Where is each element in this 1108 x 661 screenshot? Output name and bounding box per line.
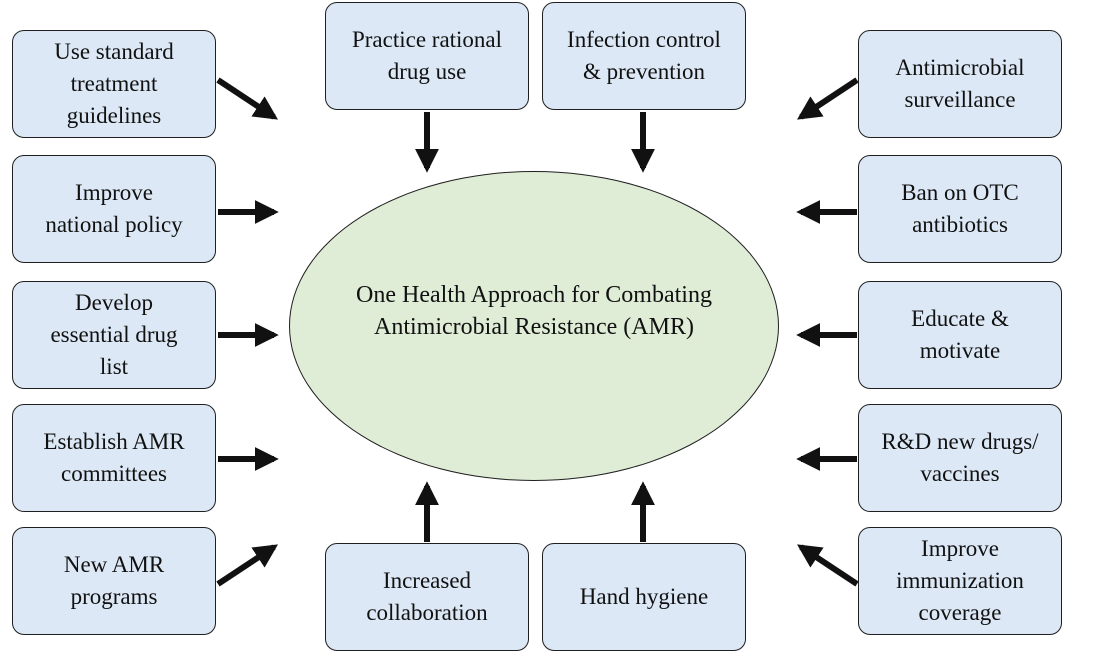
box-antimicrobial-surveillance: Antimicrobial surveillance <box>858 30 1062 138</box>
arrow-immunization-coverage <box>796 544 859 587</box>
box-amr-committees: Establish AMR committees <box>12 404 216 512</box>
arrow-standard-guidelines <box>216 77 279 120</box>
center-ellipse: One Health Approach for Combating Antimi… <box>289 171 779 481</box>
arrow-new-amr-programs <box>216 544 279 587</box>
box-educate-motivate: Educate & motivate <box>858 281 1062 389</box>
box-new-amr-programs: New AMR programs <box>12 527 216 635</box>
arrow-antimicrobial-surveillance <box>796 77 859 120</box>
box-standard-guidelines: Use standard treatment guidelines <box>12 30 216 138</box>
box-national-policy: Improve national policy <box>12 155 216 263</box>
box-infection-control: Infection control & prevention <box>542 2 746 110</box>
box-immunization-coverage: Improve immunization coverage <box>858 527 1062 635</box>
box-rational-drug-use: Practice rational drug use <box>325 2 529 110</box>
box-increased-collaboration: Increased collaboration <box>325 543 529 651</box>
box-rnd-new-drugs: R&D new drugs/ vaccines <box>858 404 1062 512</box>
box-ban-otc: Ban on OTC antibiotics <box>858 155 1062 263</box>
box-essential-drug-list: Develop essential drug list <box>12 281 216 389</box>
box-hand-hygiene: Hand hygiene <box>542 543 746 651</box>
